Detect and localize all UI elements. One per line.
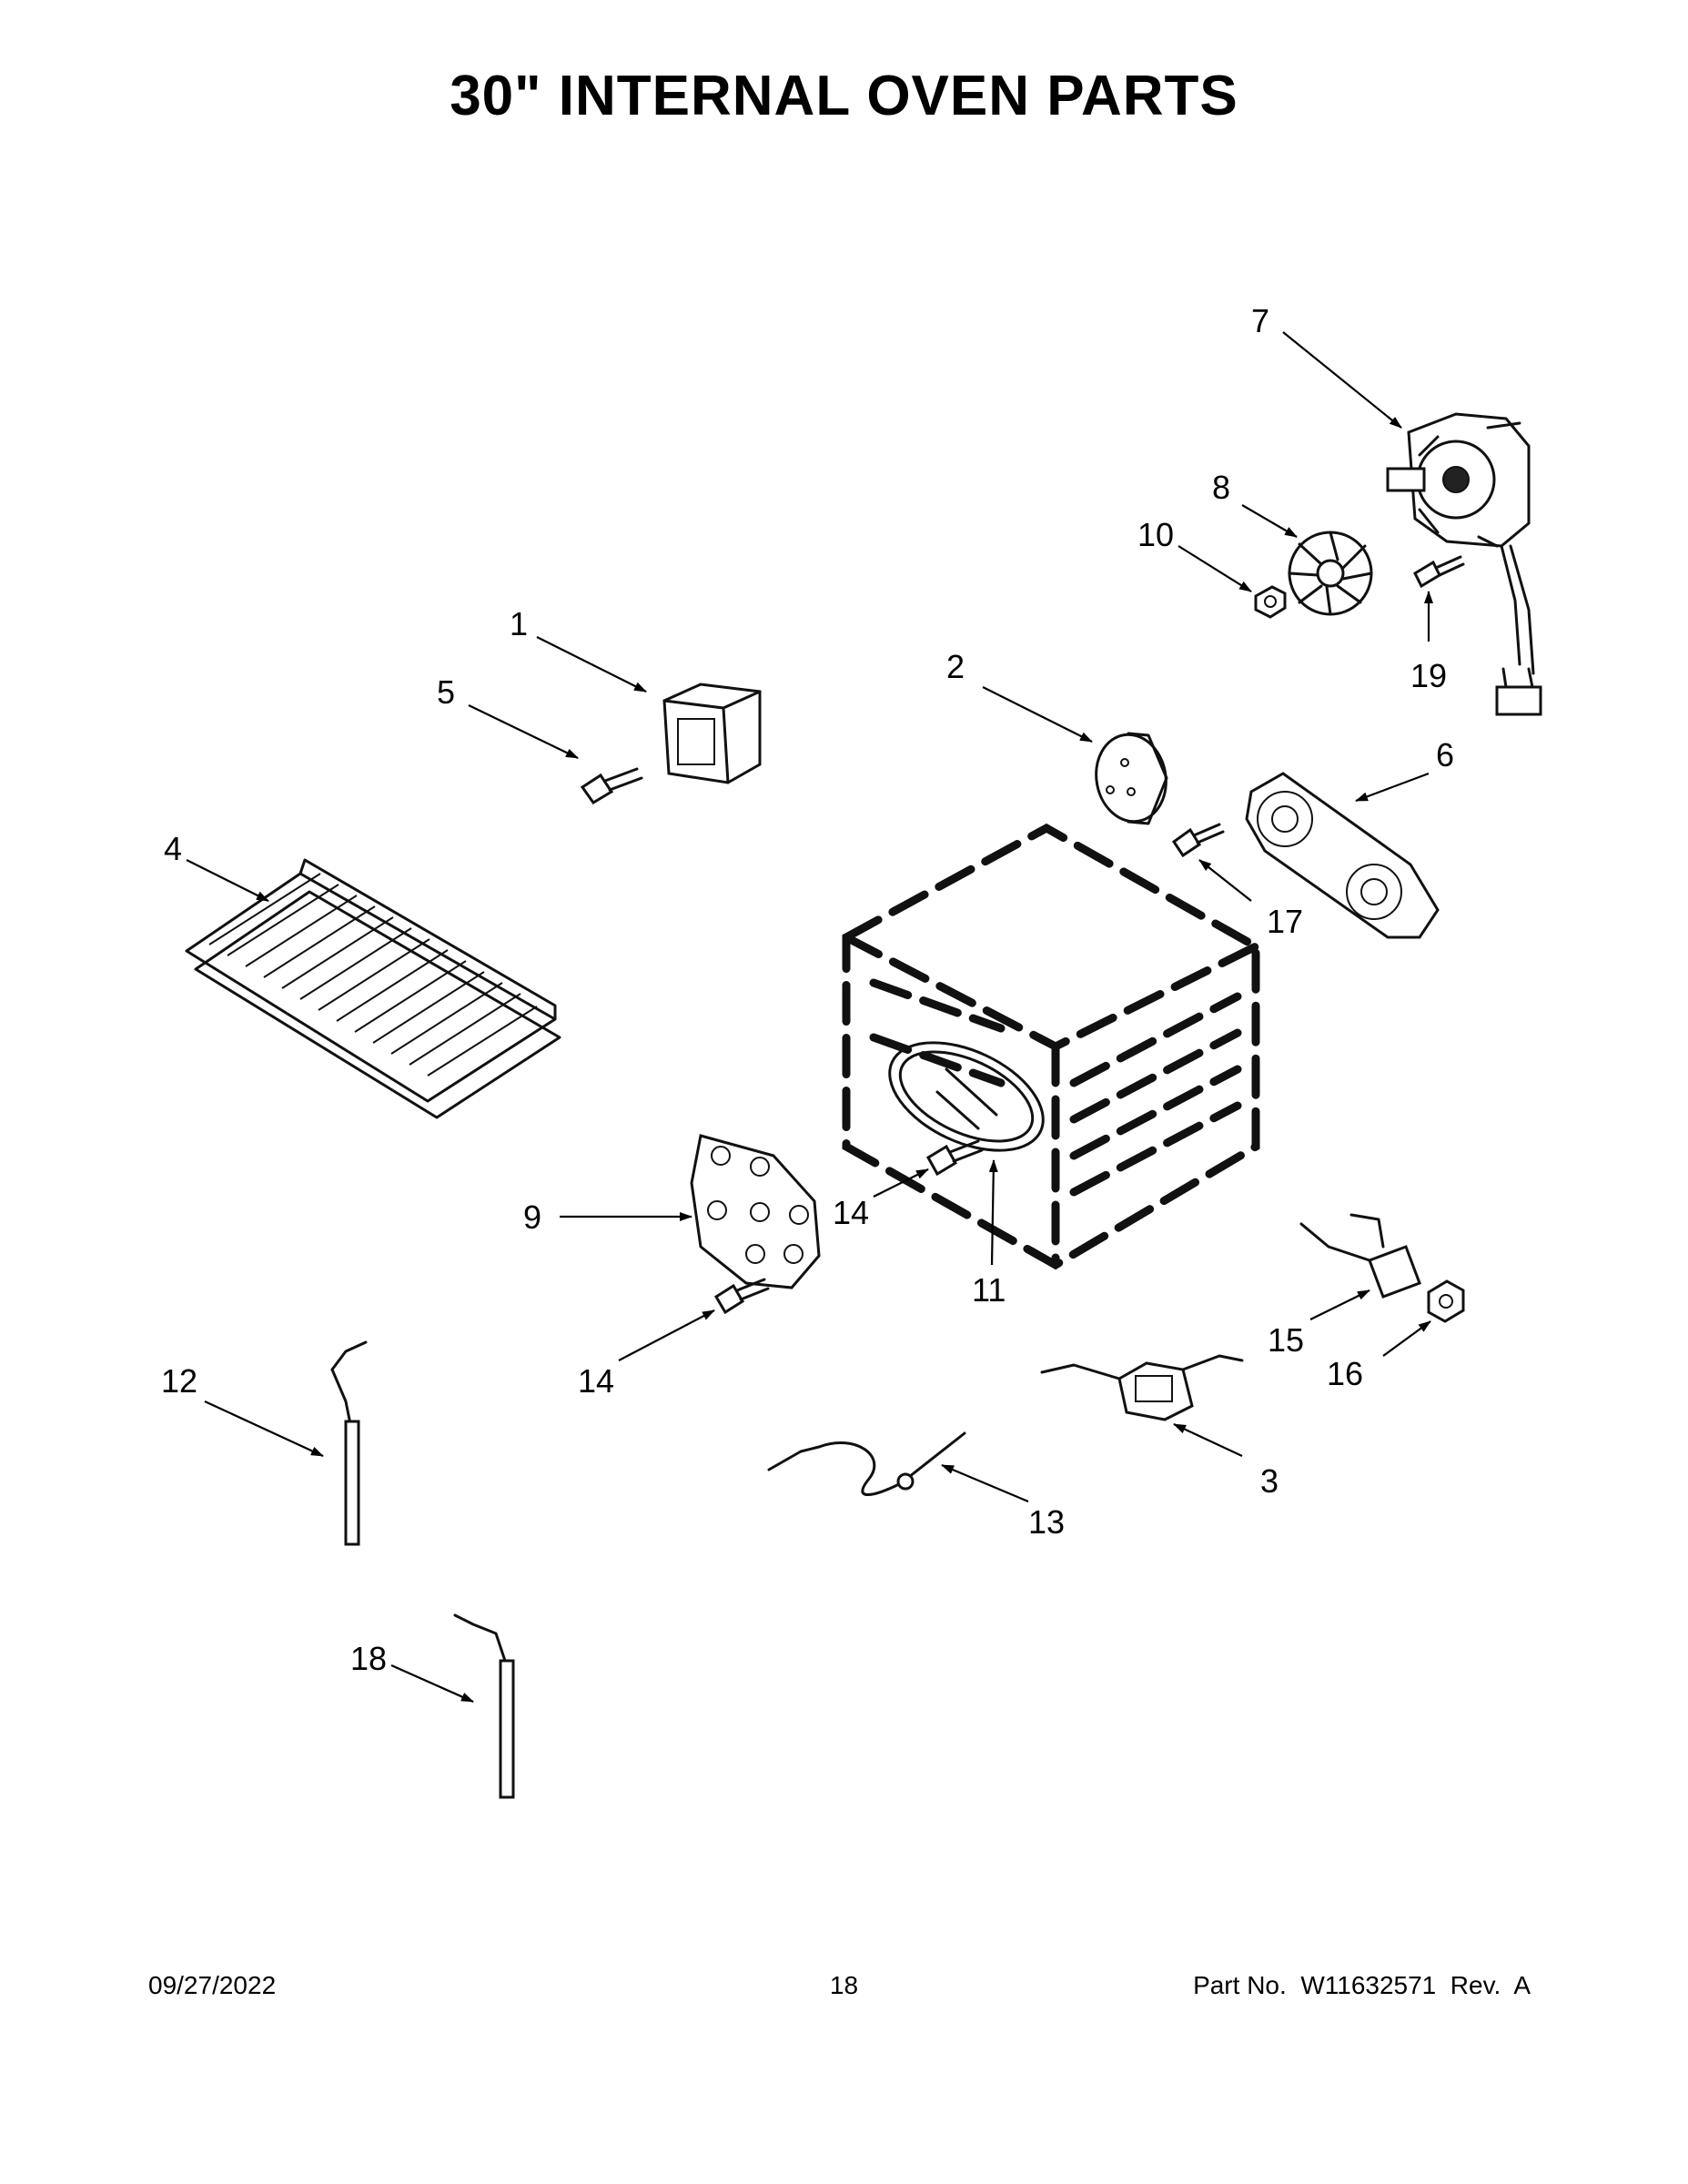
fan-cover-plate-part <box>1095 732 1168 825</box>
oven-rack-part <box>185 858 561 1119</box>
light-socket-part <box>1040 1354 1244 1421</box>
callout-14b: 14 <box>578 1362 614 1400</box>
callout-12: 12 <box>161 1362 197 1400</box>
callout-6: 6 <box>1436 736 1454 774</box>
callout-5: 5 <box>437 673 455 711</box>
convection-motor-part <box>1386 412 1542 716</box>
callout-2: 2 <box>946 648 965 685</box>
bake-element-part <box>888 1041 1045 1152</box>
footer-date: 09/27/2022 <box>148 1971 277 1999</box>
convection-baffle-part <box>1245 772 1440 939</box>
screw-part-17 <box>1171 823 1225 858</box>
bracket-part <box>662 682 762 784</box>
callout-7: 7 <box>1251 302 1269 339</box>
sensor-part <box>1299 1213 1421 1299</box>
callout-19: 19 <box>1410 657 1447 694</box>
temperature-sensor-part-18 <box>453 1613 515 1799</box>
callout-8: 8 <box>1212 469 1230 506</box>
nut-part <box>1254 585 1287 619</box>
footer-part-number: Part No. W11632571 Rev. A <box>1193 1971 1531 1999</box>
nut-part-16 <box>1427 1279 1465 1323</box>
screw-part-14b <box>713 1278 770 1315</box>
oven-cavity <box>842 823 1260 1270</box>
callout-14a: 14 <box>833 1194 869 1231</box>
callout-10: 10 <box>1137 516 1174 553</box>
callout-18: 18 <box>350 1640 387 1677</box>
callout-1: 1 <box>510 605 528 642</box>
callout-13: 13 <box>1028 1503 1065 1541</box>
fan-blade-part <box>1288 531 1373 616</box>
callout-labels: 1 2 3 4 5 6 7 8 9 10 11 12 13 14 14 15 1… <box>161 302 1454 1677</box>
callout-9: 9 <box>523 1198 541 1236</box>
page-title: 30" INTERNAL OVEN PARTS <box>450 65 1238 127</box>
screw-part-14a <box>925 1139 984 1177</box>
callout-15: 15 <box>1268 1321 1304 1359</box>
callout-3: 3 <box>1260 1462 1279 1500</box>
meat-probe-part <box>767 1431 966 1496</box>
callout-17: 17 <box>1267 903 1303 940</box>
callout-11: 11 <box>972 1271 1006 1309</box>
rear-plate-part <box>690 1134 821 1289</box>
footer-page-number: 18 <box>829 1971 859 1999</box>
callout-4: 4 <box>164 830 182 867</box>
leader-lines <box>186 331 1433 1704</box>
screw-part-5 <box>580 767 643 805</box>
temperature-sensor-part-12 <box>330 1340 368 1546</box>
screw-part-19 <box>1413 555 1465 589</box>
callout-16: 16 <box>1327 1355 1363 1392</box>
